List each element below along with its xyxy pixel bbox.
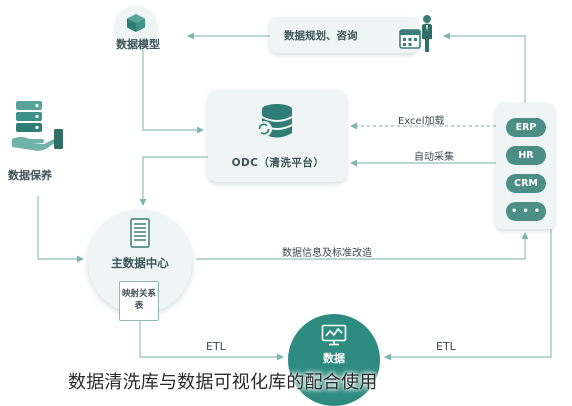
source-more: • • • <box>506 202 546 221</box>
visualization-node <box>288 314 380 406</box>
server-icon <box>130 218 150 248</box>
edge-etl-left <box>139 318 284 361</box>
mapping-table-box: 映射关系表 <box>119 281 159 321</box>
source-hr: HR <box>506 146 546 165</box>
cube-icon <box>127 14 145 32</box>
edge-care-to-mdm <box>37 196 84 263</box>
cleaning-platform-card <box>208 90 346 182</box>
excel-load-label: Excel加载 <box>398 116 445 127</box>
edge-model-to-platform <box>142 50 204 134</box>
source-erp: ERP <box>506 118 546 137</box>
source-crm: CRM <box>506 174 546 193</box>
monitor-chart-icon <box>321 324 347 346</box>
edge-sources-to-plan <box>443 32 526 103</box>
cleaning-platform-title: ODC（清洗平台） <box>231 157 325 169</box>
visualization-label: 数据 <box>323 352 345 365</box>
edge-standard <box>196 232 529 260</box>
calendar-person-icon <box>399 15 432 52</box>
hand-server-icon <box>12 101 63 151</box>
plan-label: 数据规划、咨询 <box>284 30 358 42</box>
standard-label: 数据信息及标准改造 <box>282 248 372 259</box>
caption: 数据清洗库与数据可视化库的配合使用 <box>68 372 378 393</box>
mapping-table-label: 映射关系表 <box>121 289 156 311</box>
etl-right-label: ETL <box>436 340 456 353</box>
database-refresh-icon <box>256 104 293 138</box>
master-data-center-title: 主数据中心 <box>111 256 169 270</box>
etl-left-label: ETL <box>206 340 226 353</box>
edge-etl-right <box>384 229 552 361</box>
model-title: 数据模型 <box>116 38 160 51</box>
plan-card <box>270 17 418 53</box>
data-care-title: 数据保养 <box>8 169 52 182</box>
model-node <box>116 6 156 46</box>
edge-platform-to-mdm <box>139 156 208 206</box>
auto-collect-label: 自动采集 <box>414 152 454 163</box>
